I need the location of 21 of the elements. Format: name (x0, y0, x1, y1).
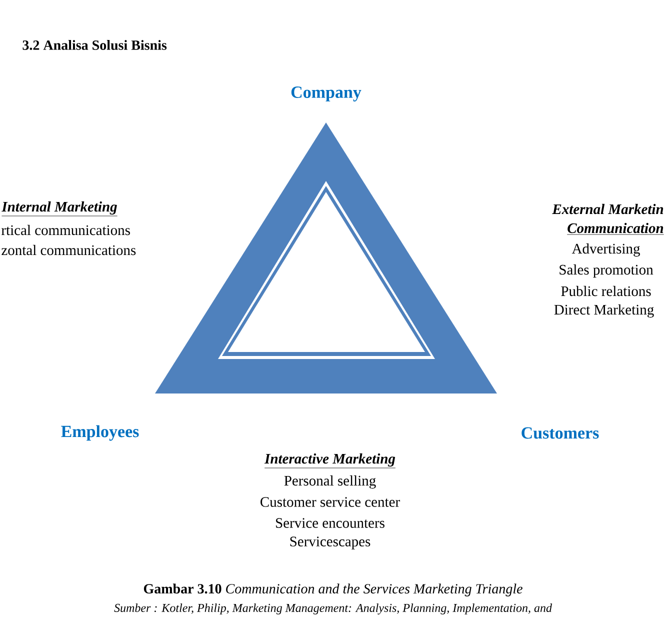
title: 3.2 Analisa Solusi Bisnis (22, 40, 167, 50)
corner-label: Company (291, 86, 362, 102)
corner-label: Employees (61, 425, 139, 441)
list-item: Direct Marketing (554, 304, 654, 318)
list-item: zontal communications (2, 244, 136, 256)
list-item: Public relations (561, 286, 651, 296)
list-item: Personal selling (284, 475, 376, 489)
section-heading: External Marketin (552, 204, 664, 214)
list-item: Sales promotion (560, 264, 654, 278)
list-item: Advertising (572, 243, 640, 257)
section-heading: Internal Marketing (2, 201, 118, 216)
corner-label: Customers (522, 427, 599, 439)
triangle-drawing (155, 122, 497, 394)
list-item: rtical communications (2, 224, 130, 236)
list-item: Servicescapes (290, 536, 370, 550)
figure-caption: Gambar 3.10 Communication and the Services Marketing Triangle (144, 584, 522, 596)
list-item: Customer service center (260, 497, 400, 507)
source-note: Sumber : Kotler, Philip, Marketing Management: Analysis, Planning, Implementation, and (114, 604, 552, 614)
list-item: Service encounters (276, 518, 384, 528)
section-heading: Interactive Marketing (264, 453, 396, 468)
section-heading: Communication (566, 222, 664, 235)
